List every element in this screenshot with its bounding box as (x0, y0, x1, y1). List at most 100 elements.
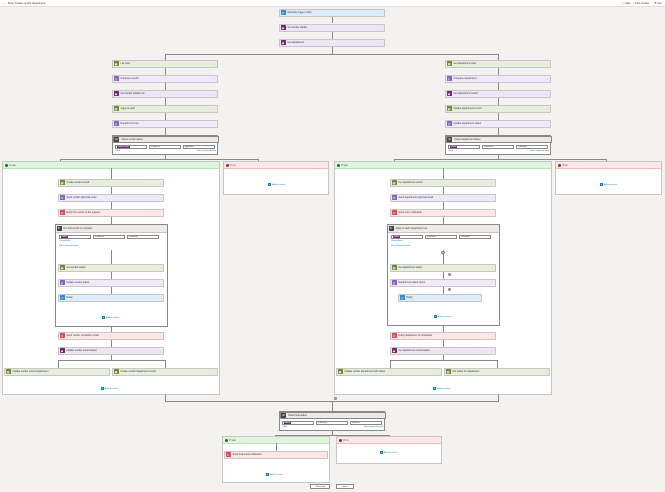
condition-right-field[interactable]: Approved (183, 145, 215, 149)
scope-left-field[interactable]: Status (391, 235, 423, 239)
scope-right-field[interactable]: Complete (459, 235, 491, 239)
action-card[interactable]: ▦Create vendor department record··· (112, 368, 218, 376)
more-options-icon[interactable]: ··· (159, 211, 162, 215)
more-options-icon[interactable]: ··· (491, 181, 494, 185)
more-options-icon[interactable]: ··· (105, 370, 108, 374)
condition-header[interactable]: ⊞Check vendor status··· (112, 135, 219, 143)
action-card[interactable]: ◆Get department··· (279, 39, 385, 47)
save-flow-button[interactable]: Save (336, 484, 354, 489)
action-card[interactable]: ▦Create vendor record··· (58, 179, 164, 187)
change-limits-link[interactable]: Change limits (59, 240, 71, 242)
add-action-link[interactable]: +Add an action (101, 387, 119, 390)
back-arrow-icon[interactable]: ← (3, 1, 6, 6)
edit-advanced-link[interactable]: Edit in advanced mode (59, 244, 79, 247)
action-card[interactable]: ▦List rows··· (112, 60, 218, 68)
add-row-link[interactable]: + Add (448, 150, 453, 152)
more-options-icon[interactable]: ··· (213, 370, 216, 374)
action-card[interactable]: ▦Set status for department··· (444, 368, 550, 376)
action-card[interactable]: ▦Get department rows··· (445, 60, 551, 68)
more-options-icon[interactable]: ··· (491, 349, 494, 353)
more-options-icon[interactable]: ··· (546, 122, 549, 126)
scope-left-field[interactable]: Status (59, 235, 91, 239)
trigger-card[interactable]: ⚡Manually trigger a flow··· (279, 9, 385, 17)
add-action-link[interactable]: +Add an action (266, 473, 284, 476)
condition-right-field[interactable]: Complete (516, 145, 548, 149)
scope-operator-select[interactable]: is equal to (425, 235, 457, 239)
insert-step-icon[interactable]: + (448, 288, 452, 292)
action-card[interactable]: ▦Update department record··· (445, 105, 551, 113)
condition-operator-select[interactable]: is equal to (316, 421, 348, 425)
action-card[interactable]: ◷Delay (398, 294, 482, 302)
condition-card[interactable]: ⊞Check vendor status··· Vendor status is… (112, 135, 219, 155)
more-options-icon[interactable]: ··· (380, 11, 383, 15)
action-card[interactable]: {}Update vendor status··· (58, 279, 164, 287)
insert-step-icon[interactable]: + (441, 251, 445, 255)
insert-step-icon[interactable]: + (448, 273, 452, 277)
more-options-icon[interactable]: ··· (323, 453, 326, 457)
more-options-icon[interactable]: ··· (546, 107, 549, 111)
condition-operator-select[interactable]: is equal to (482, 145, 514, 149)
more-options-icon[interactable]: ··· (546, 92, 549, 96)
condition-left-field[interactable]: Status (282, 421, 314, 425)
more-options-icon[interactable]: ··· (213, 107, 216, 111)
action-card[interactable]: ◆Get department record status··· (390, 347, 496, 355)
more-options-icon[interactable]: ··· (545, 370, 548, 374)
more-options-icon[interactable]: ··· (546, 138, 550, 142)
change-limits-link[interactable]: Change limits (391, 240, 403, 242)
new-step-button[interactable]: + New step (310, 484, 330, 489)
more-options-icon[interactable]: ··· (380, 414, 384, 418)
action-card[interactable]: ✉Send department approval email··· (390, 194, 496, 202)
more-options-icon[interactable]: ··· (213, 92, 216, 96)
add-action-link[interactable]: +Add an action (600, 183, 618, 186)
action-card[interactable]: ▦Get vendor status··· (58, 264, 164, 272)
save-button[interactable]: ▢Save (622, 2, 631, 5)
scope-operator-select[interactable]: is equal to (93, 235, 125, 239)
more-options-icon[interactable]: ··· (380, 41, 383, 45)
add-action-link[interactable]: +Add an action (102, 316, 120, 319)
do-until-scope[interactable]: ↻Do until vendor is complete Status is e… (55, 224, 168, 327)
condition-left-field[interactable]: Status (448, 145, 480, 149)
more-options-icon[interactable]: ··· (159, 296, 162, 300)
condition-card[interactable]: ⊞Check final status··· Status is equal t… (279, 411, 386, 431)
more-options-icon[interactable]: ··· (546, 62, 549, 66)
action-card[interactable]: {}Department status check··· (390, 279, 496, 287)
more-options-icon[interactable]: ··· (491, 334, 494, 338)
action-card[interactable]: ◆Get department record··· (445, 90, 551, 98)
more-options-icon[interactable]: ··· (380, 26, 383, 30)
add-action-link[interactable]: +Add an action (434, 315, 452, 318)
action-card[interactable]: {}Department rows··· (112, 120, 218, 128)
more-options-icon[interactable]: ··· (437, 370, 440, 374)
more-options-icon[interactable]: ··· (159, 196, 162, 200)
more-options-icon[interactable]: ··· (159, 349, 162, 353)
condition-right-field[interactable]: Success (350, 421, 382, 425)
action-card[interactable]: ◆Get vendor details row··· (112, 90, 218, 98)
action-card[interactable]: ▦Get department record··· (390, 179, 496, 187)
more-options-icon[interactable]: ··· (159, 334, 162, 338)
action-card[interactable]: ▦Update vendor record department··· (4, 368, 110, 376)
add-action-link[interactable]: +Add an action (268, 183, 286, 186)
action-card[interactable]: ✉Send vendor approval email··· (58, 194, 164, 202)
edit-advanced-link[interactable]: Edit in advanced mode (197, 150, 217, 152)
action-card[interactable]: ▦Update vendor department with status··· (336, 368, 442, 376)
more-options-icon[interactable]: ··· (159, 181, 162, 185)
condition-header[interactable]: ⊞Check final status··· (279, 411, 386, 419)
condition-header[interactable]: ⊞Check department status··· (445, 135, 552, 143)
add-action-link[interactable]: +Add an action (433, 387, 451, 390)
test-button[interactable]: ⚗Test (654, 2, 662, 5)
more-options-icon[interactable]: ··· (213, 77, 216, 81)
add-action-link[interactable]: +Add an action (380, 451, 398, 454)
action-card[interactable]: {}Compose vendor··· (112, 75, 218, 83)
edit-advanced-link[interactable]: Edit in advanced mode (364, 426, 384, 428)
edit-advanced-link[interactable]: Edit in advanced mode (391, 244, 411, 247)
more-options-icon[interactable]: ··· (213, 62, 216, 66)
condition-left-field[interactable]: Vendor status (115, 145, 147, 149)
action-card[interactable]: {}Compose department··· (445, 75, 551, 83)
add-row-link[interactable]: + Add (115, 150, 120, 152)
action-card[interactable]: ◷Delay··· (58, 294, 164, 302)
more-options-icon[interactable]: ··· (491, 196, 494, 200)
